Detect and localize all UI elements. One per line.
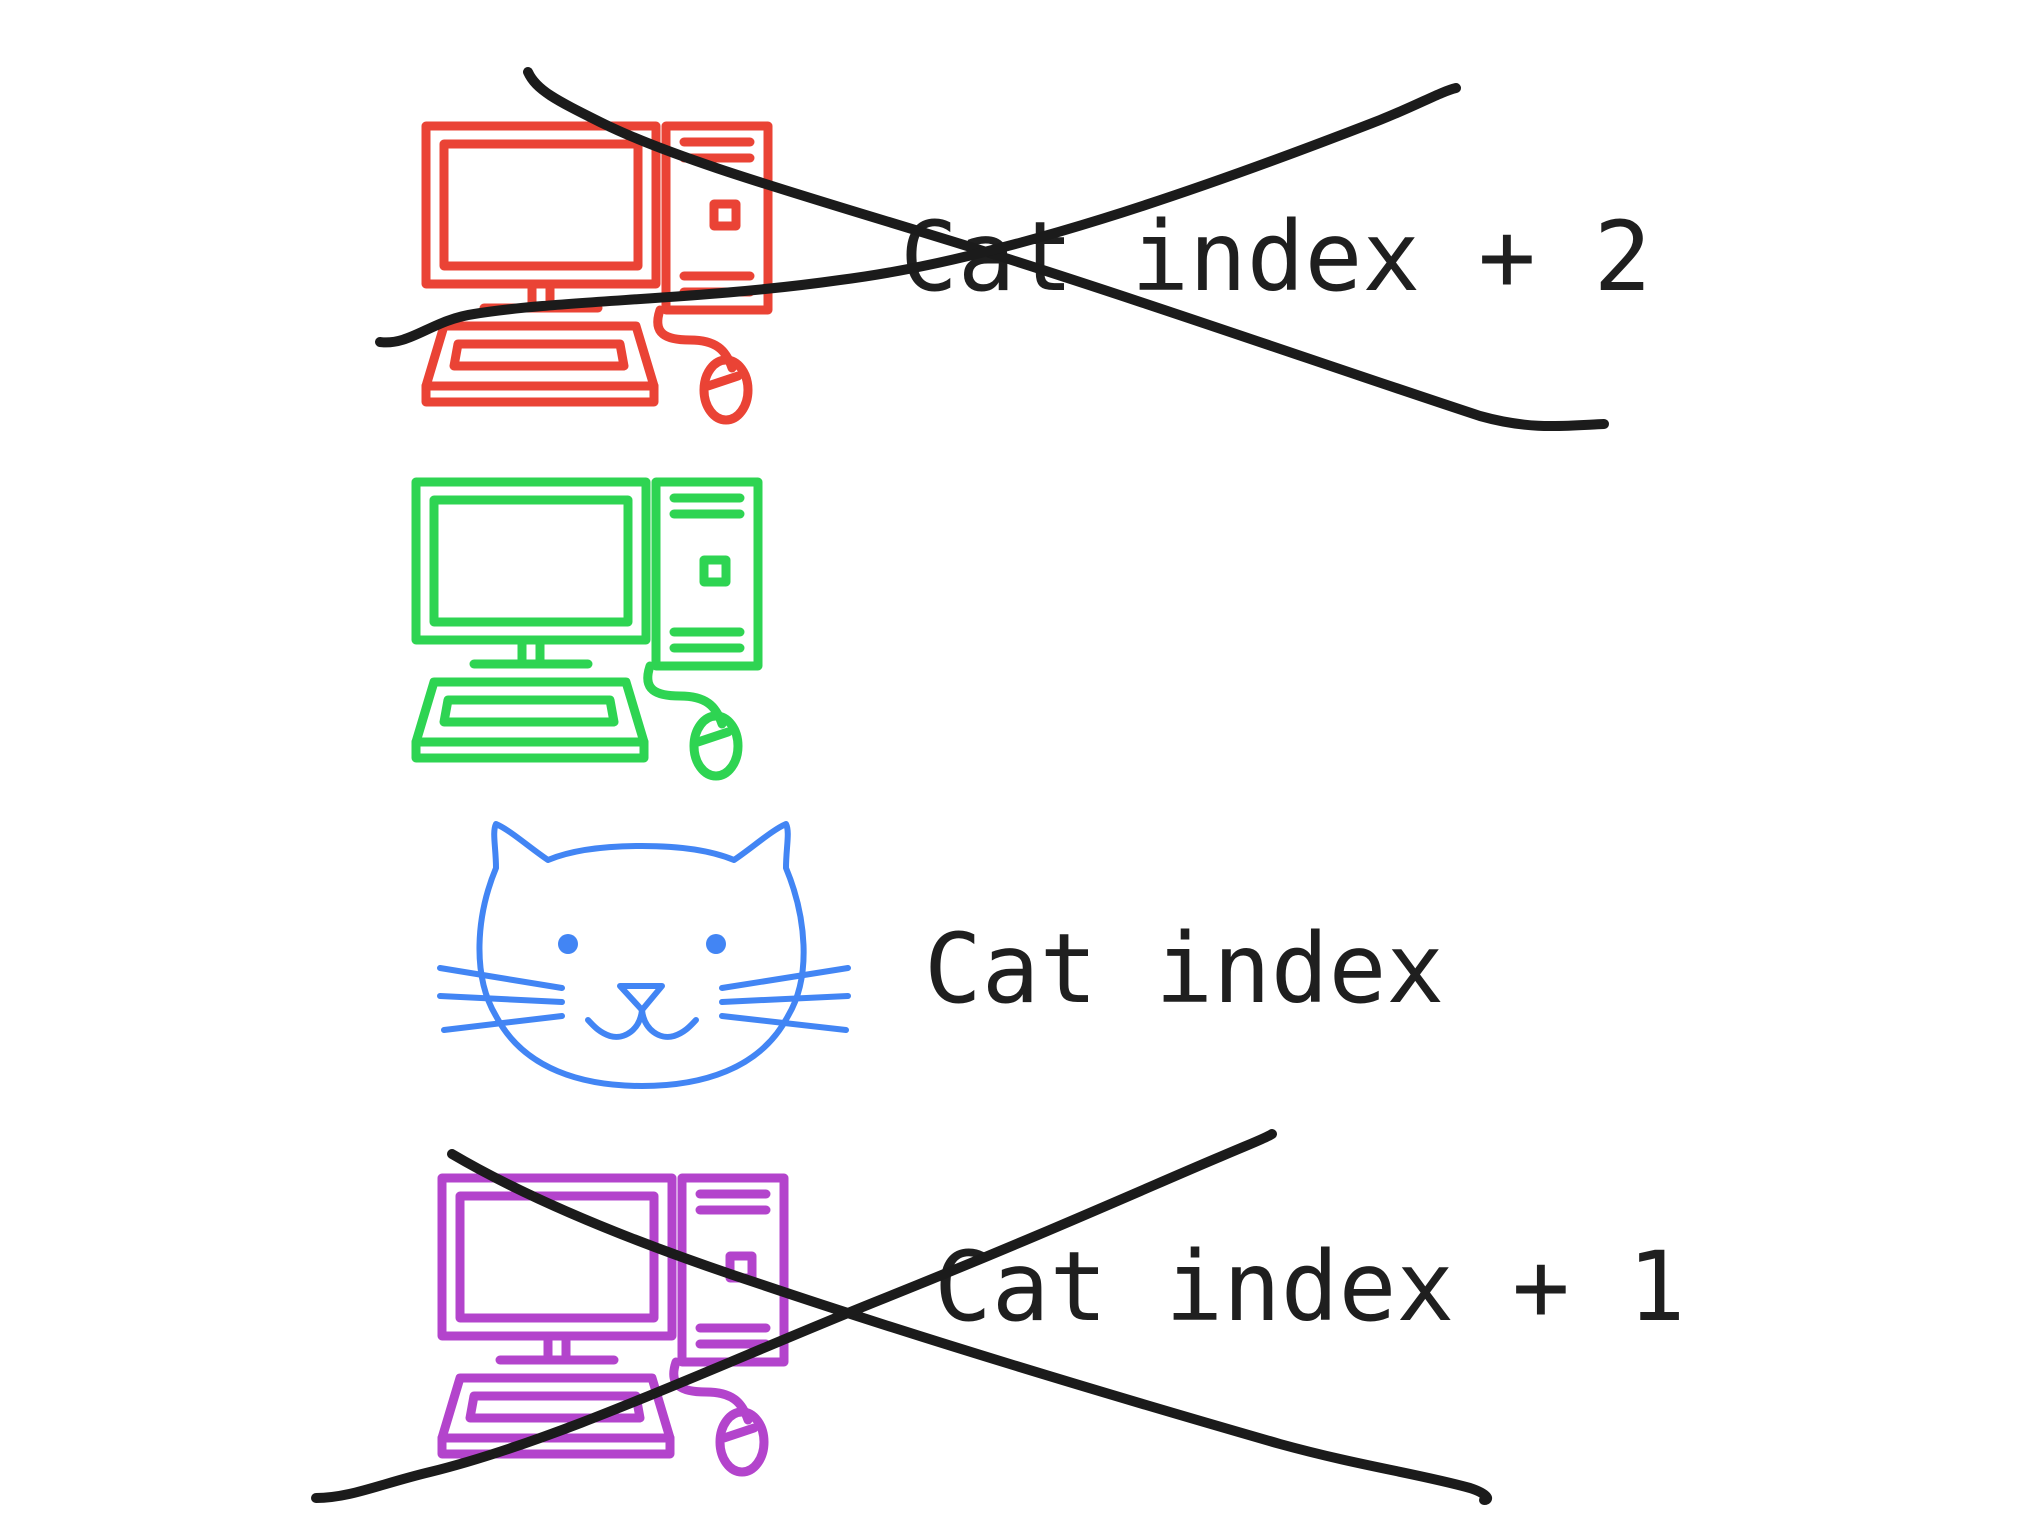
row-label-cat-index: Cat index (924, 913, 1444, 1025)
strike-line (375, 83, 1461, 348)
computer-icon (416, 482, 758, 776)
strike-line (523, 67, 1609, 432)
strike-line (311, 1129, 1277, 1503)
strike-line (447, 1149, 1492, 1505)
row-label-cat-index-plus-2: Cat index + 2 (900, 201, 1651, 313)
row-label-cat-index-plus-1: Cat index + 1 (934, 1231, 1685, 1343)
computer-icon (442, 1178, 784, 1472)
cat-icon (437, 821, 851, 1089)
